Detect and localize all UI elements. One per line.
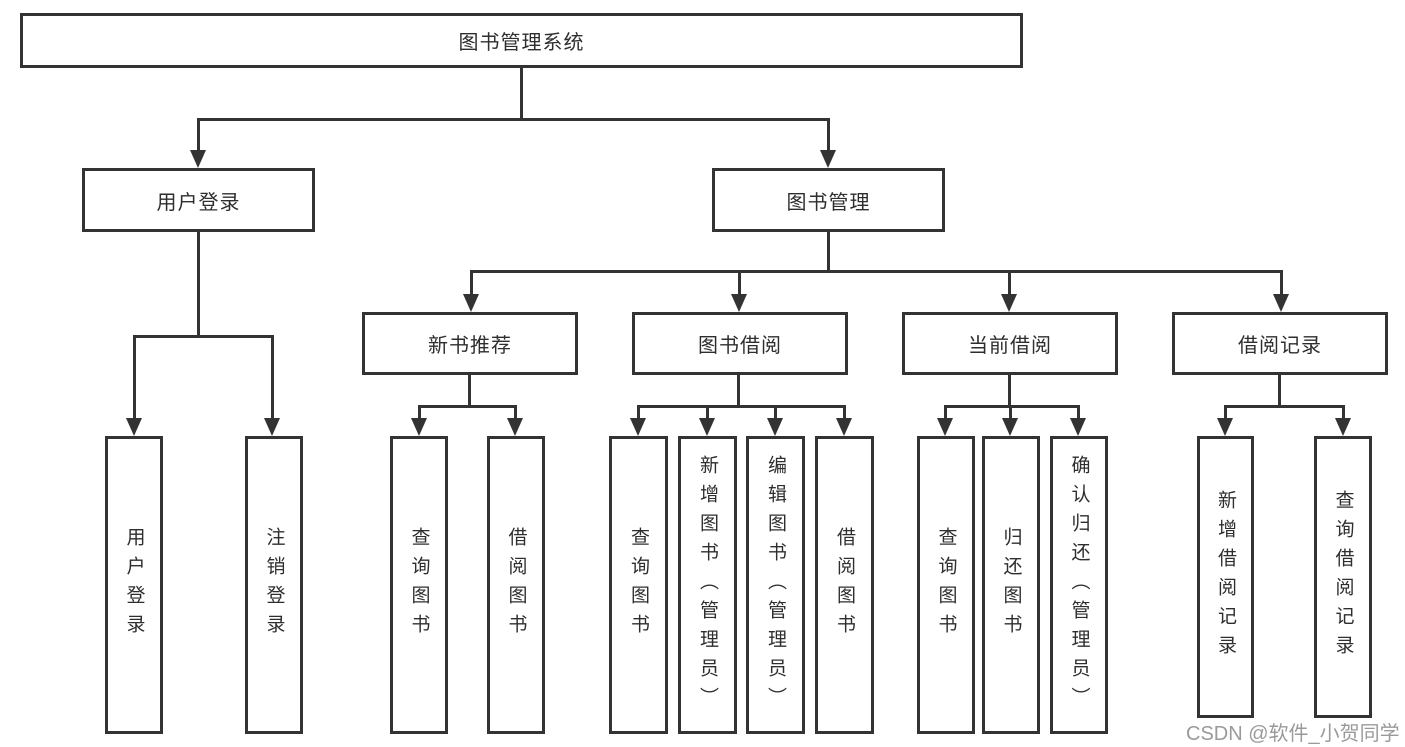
leaf-logout-label: 注销登录 bbox=[263, 527, 285, 643]
connector-line bbox=[1224, 405, 1345, 408]
leaf-confirm-return-admin: 确认归还（管理员） bbox=[1050, 436, 1108, 734]
arrow-down-icon bbox=[507, 418, 523, 436]
node-book-borrowing-label: 图书借阅 bbox=[698, 335, 782, 357]
leaf-borrow-books-recommend-label: 借阅图书 bbox=[505, 527, 527, 643]
connector-line bbox=[1280, 270, 1283, 294]
leaf-confirm-return-admin-label: 确认归还（管理员） bbox=[1068, 454, 1090, 716]
connector-line bbox=[418, 405, 421, 418]
leaf-borrow-books-borrowing-label: 借阅图书 bbox=[834, 527, 855, 643]
node-current-borrowing: 当前借阅 bbox=[902, 312, 1118, 375]
arrow-down-icon bbox=[767, 418, 783, 436]
connector-line bbox=[418, 405, 517, 408]
leaf-query-borrow-record-label: 查询借阅记录 bbox=[1332, 490, 1354, 664]
arrow-down-icon bbox=[1273, 294, 1289, 312]
node-book-borrowing: 图书借阅 bbox=[632, 312, 848, 375]
connector-line bbox=[1009, 405, 1012, 418]
leaf-edit-book-admin: 编辑图书（管理员） bbox=[746, 436, 805, 734]
connector-line bbox=[470, 270, 1283, 273]
node-new-book-recommendation-label: 新书推荐 bbox=[428, 335, 512, 357]
leaf-user-login: 用户登录 bbox=[105, 436, 163, 734]
arrow-down-icon bbox=[1070, 418, 1086, 436]
leaf-borrow-books-borrowing: 借阅图书 bbox=[815, 436, 874, 734]
connector-line bbox=[827, 118, 830, 150]
arrow-down-icon bbox=[190, 150, 206, 168]
connector-line bbox=[1008, 375, 1011, 405]
connector-line bbox=[1342, 405, 1345, 418]
watermark: CSDN @软件_小贺同学 bbox=[1186, 723, 1400, 745]
node-borrowing-records: 借阅记录 bbox=[1172, 312, 1388, 375]
node-book-management-label: 图书管理 bbox=[786, 191, 871, 214]
arrow-down-icon bbox=[836, 418, 852, 436]
connector-line bbox=[827, 232, 830, 270]
leaf-logout: 注销登录 bbox=[245, 436, 303, 734]
leaf-query-books-recommend: 查询图书 bbox=[390, 436, 448, 734]
arrow-down-icon bbox=[126, 418, 142, 436]
connector-line bbox=[514, 405, 517, 418]
leaf-query-books-current: 查询图书 bbox=[917, 436, 975, 734]
connector-line bbox=[520, 68, 523, 118]
connector-line bbox=[468, 375, 471, 405]
connector-line bbox=[133, 335, 274, 338]
leaf-add-book-admin: 新增图书（管理员） bbox=[678, 436, 737, 734]
connector-line bbox=[944, 405, 947, 418]
connector-line bbox=[737, 375, 740, 405]
arrow-down-icon bbox=[1217, 418, 1233, 436]
node-current-borrowing-label: 当前借阅 bbox=[968, 335, 1052, 357]
arrow-down-icon bbox=[731, 294, 747, 312]
arrow-down-icon bbox=[411, 418, 427, 436]
leaf-return-books: 归还图书 bbox=[982, 436, 1040, 734]
arrow-down-icon bbox=[937, 418, 953, 436]
arrow-down-icon bbox=[699, 418, 715, 436]
connector-line bbox=[197, 118, 200, 150]
connector-line bbox=[470, 270, 473, 294]
connector-line bbox=[1224, 405, 1227, 418]
leaf-borrow-books-recommend: 借阅图书 bbox=[487, 436, 545, 734]
node-user-login-label: 用户登录 bbox=[156, 191, 241, 214]
leaf-return-books-label: 归还图书 bbox=[1000, 527, 1022, 643]
connector-line bbox=[843, 405, 846, 418]
connector-line bbox=[637, 405, 640, 418]
arrow-down-icon bbox=[264, 418, 280, 436]
arrow-down-icon bbox=[820, 150, 836, 168]
leaf-add-borrow-record-label: 新增借阅记录 bbox=[1215, 490, 1236, 664]
leaf-edit-book-admin-label: 编辑图书（管理员） bbox=[765, 454, 786, 716]
leaf-add-borrow-record: 新增借阅记录 bbox=[1197, 436, 1254, 718]
node-user-login: 用户登录 bbox=[82, 168, 315, 232]
arrow-down-icon bbox=[1335, 418, 1351, 436]
connector-line bbox=[1008, 270, 1011, 294]
arrow-down-icon bbox=[1002, 418, 1018, 436]
connector-line bbox=[197, 232, 200, 335]
node-borrowing-records-label: 借阅记录 bbox=[1238, 335, 1322, 357]
arrow-down-icon bbox=[1001, 294, 1017, 312]
connector-line bbox=[1278, 375, 1281, 405]
connector-line bbox=[706, 405, 709, 418]
node-root-label: 图书管理系统 bbox=[458, 32, 585, 54]
node-root: 图书管理系统 bbox=[20, 13, 1023, 68]
leaf-user-login-label: 用户登录 bbox=[123, 527, 145, 643]
arrow-down-icon bbox=[463, 294, 479, 312]
connector-line bbox=[1077, 405, 1080, 418]
leaf-add-book-admin-label: 新增图书（管理员） bbox=[697, 454, 718, 716]
leaf-query-books-borrowing: 查询图书 bbox=[609, 436, 668, 734]
connector-line bbox=[774, 405, 777, 418]
leaf-query-borrow-record: 查询借阅记录 bbox=[1314, 436, 1372, 718]
node-new-book-recommendation: 新书推荐 bbox=[362, 312, 578, 375]
connector-line bbox=[944, 405, 1080, 408]
connector-line bbox=[271, 335, 274, 418]
connector-line bbox=[637, 405, 846, 408]
connector-line bbox=[738, 270, 741, 294]
leaf-query-books-current-label: 查询图书 bbox=[935, 527, 957, 643]
node-book-management: 图书管理 bbox=[712, 168, 945, 232]
connector-line bbox=[197, 118, 830, 121]
leaf-query-books-recommend-label: 查询图书 bbox=[408, 527, 430, 643]
leaf-query-books-borrowing-label: 查询图书 bbox=[628, 527, 649, 643]
arrow-down-icon bbox=[630, 418, 646, 436]
connector-line bbox=[133, 335, 136, 418]
